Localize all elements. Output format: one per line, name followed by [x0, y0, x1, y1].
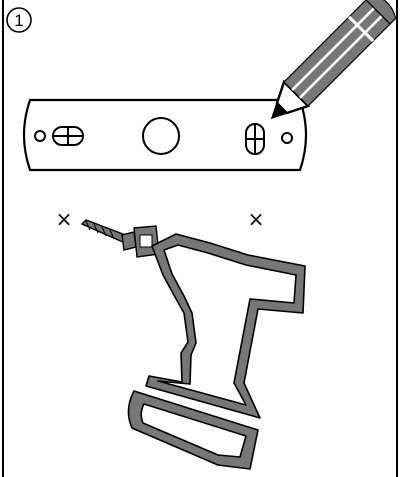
drill-mark-left: × — [56, 207, 73, 231]
pencil-icon — [270, 0, 397, 120]
screw-hole-left — [34, 130, 46, 142]
drill-bit — [80, 219, 129, 244]
mounting-template — [22, 98, 308, 172]
drill-mark-right: × — [248, 207, 265, 231]
slot-hole-right — [245, 123, 265, 155]
screw-hole-right — [281, 132, 293, 144]
slot-hole-left — [52, 126, 84, 146]
drill-battery — [127, 390, 259, 470]
step-number-badge: 1 — [6, 7, 32, 33]
drill-icon — [80, 219, 306, 470]
drill-chuck — [121, 225, 160, 258]
step-number: 1 — [14, 11, 23, 30]
center-hole — [142, 117, 180, 155]
